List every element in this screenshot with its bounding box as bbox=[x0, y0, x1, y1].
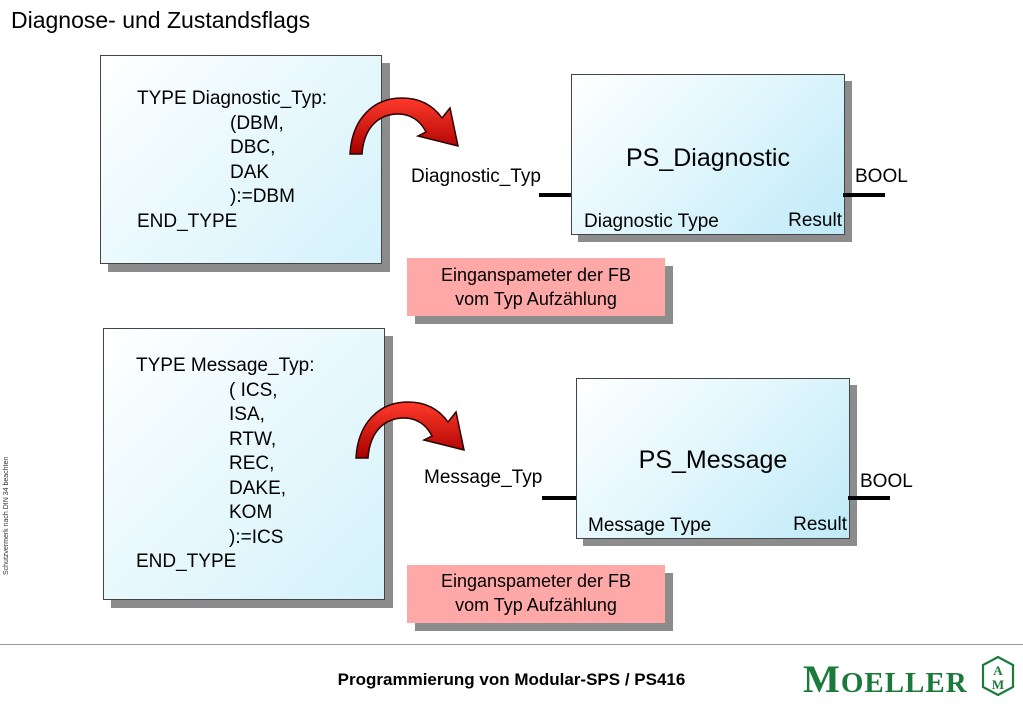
side-note: Schutzvermerk nach DIN 34 beachten bbox=[3, 456, 10, 575]
type-line: DBC, bbox=[230, 137, 276, 158]
type-line: ):=ICS bbox=[229, 526, 284, 548]
svg-text:A: A bbox=[993, 663, 1003, 678]
input-connector-line bbox=[542, 496, 577, 500]
note-line: vom Typ Aufzählung bbox=[455, 289, 617, 309]
fb-name: PS_Message bbox=[638, 446, 788, 474]
moeller-logo: MOELLER bbox=[803, 657, 968, 702]
fb-output-pin: Result bbox=[788, 210, 842, 231]
type-line: (DBM, bbox=[230, 112, 284, 134]
type-line: TYPE Message_Typ: bbox=[136, 355, 315, 376]
svg-text:M: M bbox=[992, 677, 1004, 692]
function-block-ps-diagnostic: PS_Diagnostic Diagnostic Type Result bbox=[571, 74, 845, 235]
logo-initial: M bbox=[803, 658, 841, 701]
input-connector-line bbox=[539, 193, 572, 197]
type-line: ISA, bbox=[229, 404, 265, 425]
footer-title: Programmierung von Modular-SPS / PS416 bbox=[337, 670, 686, 689]
note-line: Einganspameter der FB bbox=[440, 571, 632, 591]
type-line: DAK bbox=[230, 161, 270, 183]
output-connector-line bbox=[848, 496, 890, 500]
curved-arrow-icon bbox=[349, 97, 459, 155]
note-line: vom Typ Aufzählung bbox=[455, 595, 617, 615]
type-line: KOM bbox=[229, 502, 273, 523]
type-line: END_TYPE bbox=[136, 551, 237, 572]
note-box: Einganspameter der FB vom Typ Aufzählung bbox=[407, 258, 665, 316]
type-line: REC, bbox=[229, 453, 275, 474]
type-line: TYPE Diagnostic_Typ: bbox=[137, 88, 328, 109]
moeller-emblem-icon: A M bbox=[981, 655, 1015, 697]
input-label-diagnostic: Diagnostic_Typ bbox=[411, 166, 541, 187]
note-line: Einganspameter der FB bbox=[440, 265, 632, 285]
output-label: BOOL bbox=[860, 471, 913, 492]
type-definition-box-message: TYPE Message_Typ: ( ICS, ISA, RTW, REC, … bbox=[103, 328, 385, 600]
fb-name: PS_Diagnostic bbox=[626, 144, 790, 172]
page-title: Diagnose- und Zustandsflags bbox=[11, 7, 311, 33]
type-line: ):=DBM bbox=[230, 186, 295, 207]
logo-rest: OELLER bbox=[840, 667, 968, 699]
footer-divider bbox=[0, 644, 1023, 645]
function-block-ps-message: PS_Message Message Type Result bbox=[576, 378, 850, 539]
fb-input-pin: Diagnostic Type bbox=[584, 211, 719, 232]
note-box: Einganspameter der FB vom Typ Aufzählung bbox=[407, 565, 665, 623]
type-line: DAKE, bbox=[229, 477, 287, 499]
type-line: ( ICS, bbox=[229, 379, 278, 401]
type-definition-box-diagnostic: TYPE Diagnostic_Typ: (DBM, DBC, DAK ):=D… bbox=[100, 55, 382, 264]
output-label: BOOL bbox=[855, 166, 908, 187]
type-line: END_TYPE bbox=[137, 210, 238, 232]
fb-input-pin: Message Type bbox=[588, 515, 712, 536]
input-label-message: Message_Typ bbox=[424, 467, 543, 488]
type-line: RTW, bbox=[229, 428, 277, 450]
output-connector-line bbox=[843, 193, 885, 197]
curved-arrow-icon bbox=[355, 401, 465, 459]
fb-output-pin: Result bbox=[793, 514, 847, 535]
